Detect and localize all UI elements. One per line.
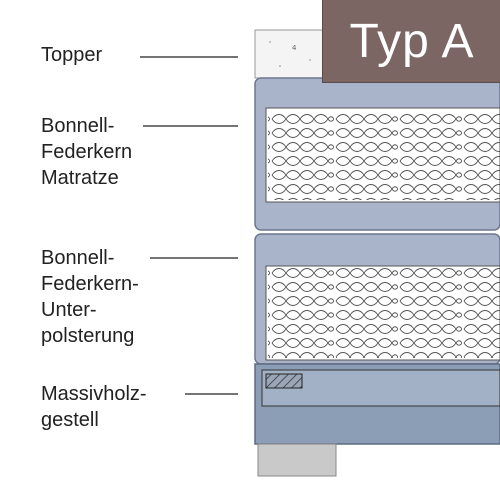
label-unterpolsterung: Bonnell- Federkern- Unter- polsterung: [41, 247, 139, 347]
bed-foot: [257, 443, 337, 477]
type-badge: Typ A: [322, 0, 500, 83]
svg-text:4: 4: [292, 44, 297, 52]
label-gestell: Massivholz- gestell: [41, 383, 147, 431]
frame-layer: [254, 363, 500, 445]
mattress-layer: [254, 77, 500, 231]
label-topper: Topper: [41, 44, 103, 66]
box-spring-layer: [254, 233, 500, 365]
label-matratze: Bonnell- Federkern Matratze: [41, 115, 133, 189]
leader-lines: [140, 56, 238, 395]
